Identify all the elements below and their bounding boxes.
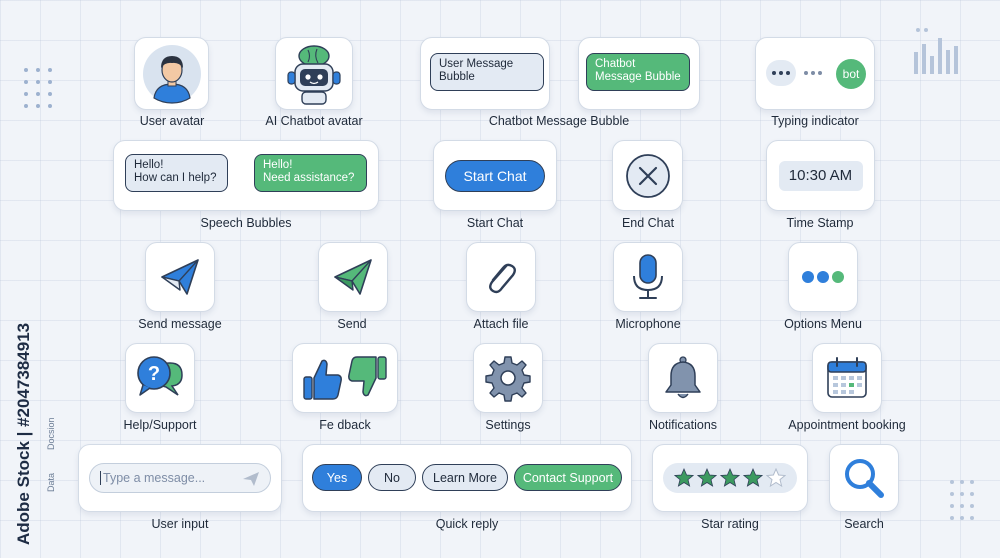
notifications-button[interactable]	[648, 343, 718, 413]
bell-icon	[665, 356, 701, 399]
user-avatar-tile[interactable]	[134, 37, 209, 110]
message-bubble-label: Chatbot Message Bubble	[488, 114, 630, 128]
user-avatar-label: User avatar	[139, 114, 205, 128]
speech-bubble-user: Hello! How can I help?	[125, 154, 228, 192]
attach-file-label: Attach file	[473, 317, 529, 331]
typing-dots	[804, 71, 822, 75]
send-button[interactable]	[318, 242, 388, 312]
star-icon-filled[interactable]	[720, 468, 740, 488]
speech-bubble-bot: Hello! Need assistance?	[254, 154, 367, 192]
send-arrow-icon[interactable]	[242, 471, 260, 487]
svg-text:?: ?	[148, 363, 160, 385]
notifications-label: Notifications	[648, 418, 718, 432]
star-icon-filled[interactable]	[743, 468, 763, 488]
user-input-label: User input	[151, 517, 209, 531]
calendar-icon	[827, 357, 867, 398]
time-stamp-value: 10:30 AM	[778, 160, 863, 191]
side-label-data: Data	[46, 472, 56, 492]
microphone-icon	[633, 254, 663, 299]
typing-dots-bubble	[766, 60, 796, 86]
typing-indicator-label: Typing indicator	[771, 114, 859, 128]
search-button[interactable]	[829, 444, 899, 512]
end-chat-label: End Chat	[621, 216, 675, 230]
ai-avatar-label: AI Chatbot avatar	[265, 114, 363, 128]
appointment-booking-label: Appointment booking	[788, 418, 906, 432]
quick-reply-yes[interactable]: Yes	[312, 464, 362, 491]
quick-reply-no[interactable]: No	[368, 464, 416, 491]
time-stamp-tile: 10:30 AM	[766, 140, 875, 211]
start-chat-label: Start Chat	[466, 216, 524, 230]
paper-plane-green-icon	[334, 259, 372, 295]
star-icon-filled[interactable]	[674, 468, 694, 488]
settings-label: Settings	[485, 418, 531, 432]
star-rating-label: Star rating	[701, 517, 759, 531]
user-input-tile: Type a message...	[78, 444, 282, 512]
start-chat-button[interactable]: Start Chat	[445, 159, 545, 192]
typing-indicator-tile[interactable]: bot	[755, 37, 875, 110]
dots-icon	[802, 271, 844, 283]
bot-message-bubble: Chatbot Message Bubble	[586, 53, 690, 91]
star-rating-tile	[652, 444, 808, 512]
bar-graph-ornament	[914, 28, 958, 74]
message-input-placeholder: Type a message...	[103, 471, 206, 485]
star-icon-filled[interactable]	[697, 468, 717, 488]
paper-plane-icon	[161, 259, 199, 295]
dot-grid-ornament	[24, 68, 52, 108]
send-message-button[interactable]	[145, 242, 215, 312]
send-label: Send	[337, 317, 367, 331]
search-label: Search	[844, 517, 884, 531]
settings-button[interactable]	[473, 343, 543, 413]
robot-icon	[287, 44, 341, 105]
message-input[interactable]: Type a message...	[89, 463, 271, 493]
star-rating-bar[interactable]	[663, 463, 797, 493]
dot-grid-ornament-bottom	[950, 480, 974, 520]
microphone-button[interactable]	[613, 242, 683, 312]
start-chat-tile: Start Chat	[433, 140, 557, 211]
feedback-button[interactable]	[292, 343, 398, 413]
feedback-label: Fe dback	[319, 418, 371, 432]
quick-reply-learn-more[interactable]: Learn More	[422, 464, 508, 491]
appointment-booking-button[interactable]	[812, 343, 882, 413]
side-label-docsion: Docsion	[46, 417, 56, 450]
send-message-label: Send message	[138, 317, 222, 331]
quick-reply-contact-support[interactable]: Contact Support	[514, 464, 622, 491]
user-avatar-icon	[142, 44, 201, 104]
close-icon	[625, 153, 670, 198]
paperclip-icon	[489, 263, 516, 294]
quick-reply-label: Quick reply	[435, 517, 499, 531]
star-icon-empty[interactable]	[766, 468, 786, 488]
speech-bubbles-label: Speech Bubbles	[200, 216, 292, 230]
help-support-label: Help/Support	[123, 418, 197, 432]
search-icon	[845, 459, 884, 498]
microphone-label: Microphone	[615, 317, 681, 331]
options-menu-label: Options Menu	[784, 317, 862, 331]
ai-avatar-tile[interactable]	[275, 37, 353, 110]
end-chat-button[interactable]	[612, 140, 683, 211]
question-bubble-icon: ?	[137, 356, 183, 396]
user-message-bubble: User Message Bubble	[430, 53, 544, 91]
time-stamp-label: Time Stamp	[786, 216, 854, 230]
bot-badge: bot	[836, 59, 866, 89]
help-support-button[interactable]: ?	[125, 343, 195, 413]
options-menu-button[interactable]	[788, 242, 858, 312]
thumbs-icon	[303, 356, 387, 400]
stock-credit: Adobe Stock | #2047384913	[14, 322, 33, 545]
attach-file-button[interactable]	[466, 242, 536, 312]
input-caret	[100, 471, 101, 485]
gear-icon	[485, 356, 531, 402]
